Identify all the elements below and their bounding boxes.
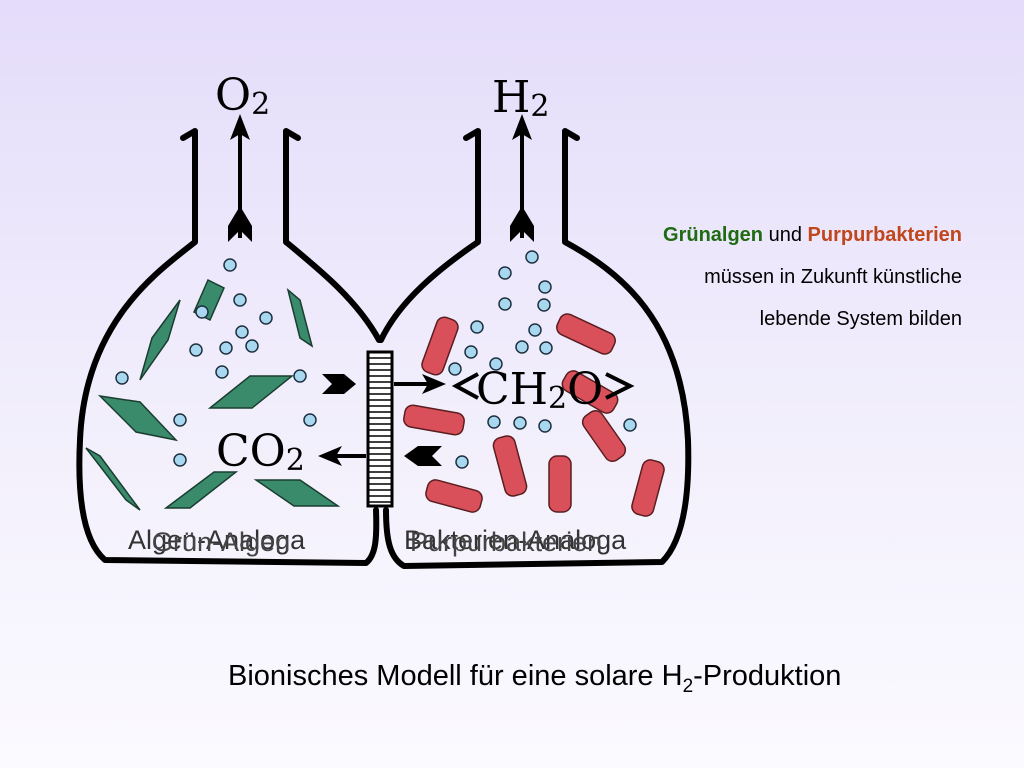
arrow-left-to-membrane: [322, 374, 356, 394]
algae-cell: [97, 394, 179, 442]
bacteria-cell: [631, 459, 665, 517]
gas-bubble: [259, 311, 273, 325]
bacteria-cell: [561, 370, 619, 414]
ch2o-label: CH2O: [451, 364, 635, 416]
gas-bubble: [219, 341, 233, 355]
gas-bubble: [525, 250, 539, 264]
gas-bubble: [528, 323, 542, 337]
description-line-3: lebende System bilden: [759, 308, 962, 330]
gas-bubble: [448, 362, 462, 376]
algae-cell: [207, 375, 295, 409]
gas-bubbles-group: [115, 250, 637, 469]
gas-bubble: [303, 413, 317, 427]
arrow-membrane-to-left: [318, 446, 366, 466]
bacteria-cell: [581, 409, 627, 463]
gas-bubble: [498, 297, 512, 311]
gas-bubble: [189, 343, 203, 357]
algae-cell: [139, 299, 181, 381]
gas-bubble: [515, 340, 529, 354]
gas-bubble: [498, 266, 512, 280]
bacteria-cell: [421, 316, 459, 376]
algae-cell: [85, 447, 141, 511]
bacteria-cell: [403, 404, 465, 436]
gas-bubble: [235, 325, 249, 339]
description-text: Grünalgen und Purpurbakterien müssen in …: [663, 214, 962, 340]
green-algae-group: [85, 278, 341, 511]
gas-bubble: [538, 280, 552, 294]
bacteria-cell: [425, 479, 483, 513]
gas-bubble: [195, 305, 209, 319]
gas-bubble: [173, 453, 187, 467]
bacteria-cell: [556, 313, 616, 355]
purple-bacteria-term: Purpurbakterien: [807, 224, 962, 246]
description-line-2: müssen in Zukunft künstliche: [704, 266, 962, 288]
co2-label: CO2: [216, 426, 305, 478]
o2-up-arrow: [228, 114, 252, 242]
o2-label: O2: [215, 70, 270, 122]
right-flask-body: [383, 128, 692, 569]
and-word: und: [763, 224, 808, 246]
right-flask-label-bacteria: Purpurbakterien: [410, 527, 602, 557]
gas-bubble: [537, 298, 551, 312]
svg-text:CH2O: CH2O: [476, 364, 603, 416]
gas-bubble: [539, 341, 553, 355]
gas-bubble: [215, 365, 229, 379]
gas-bubble: [115, 371, 129, 385]
gas-bubble: [513, 416, 527, 430]
left-flask-label-algae: Grün-Algen: [152, 527, 290, 557]
gas-bubble: [173, 413, 187, 427]
arrow-membrane-to-right: [394, 374, 446, 394]
purple-bacteria-group: [403, 313, 665, 517]
algae-cell: [253, 479, 341, 507]
bacteria-cell: [548, 455, 572, 513]
gas-bubble: [455, 455, 469, 469]
slide-caption: Bionisches Modell für eine solare H2-Pro…: [228, 660, 842, 697]
bacteria-cell: [492, 435, 528, 497]
green-algae-term: Grünalgen: [663, 224, 764, 246]
gas-bubble: [623, 418, 637, 432]
description-line-1: Grünalgen und Purpurbakterien: [663, 214, 962, 256]
membrane: [366, 350, 394, 508]
algae-cell: [286, 287, 314, 348]
gas-bubble: [487, 415, 501, 429]
gas-bubble: [470, 320, 484, 334]
algae-cell: [163, 471, 239, 509]
arrow-right-to-membrane: [404, 446, 442, 466]
gas-bubble: [223, 258, 237, 272]
right-flask-label-analog: Bakterien-Analoga: [404, 525, 627, 555]
gas-bubble: [245, 339, 259, 353]
gas-bubble: [464, 345, 478, 359]
gas-bubble: [489, 357, 503, 371]
h2-label: H2: [492, 72, 549, 124]
h2-up-arrow: [510, 114, 534, 242]
left-flask: [76, 128, 380, 566]
gas-bubble: [538, 419, 552, 433]
gas-bubble: [293, 369, 307, 383]
gas-bubble: [233, 293, 247, 307]
left-flask-label-analog: Algen-Analoga: [128, 525, 306, 555]
right-flask: [378, 128, 481, 343]
left-flask-right-edge: [283, 128, 382, 343]
